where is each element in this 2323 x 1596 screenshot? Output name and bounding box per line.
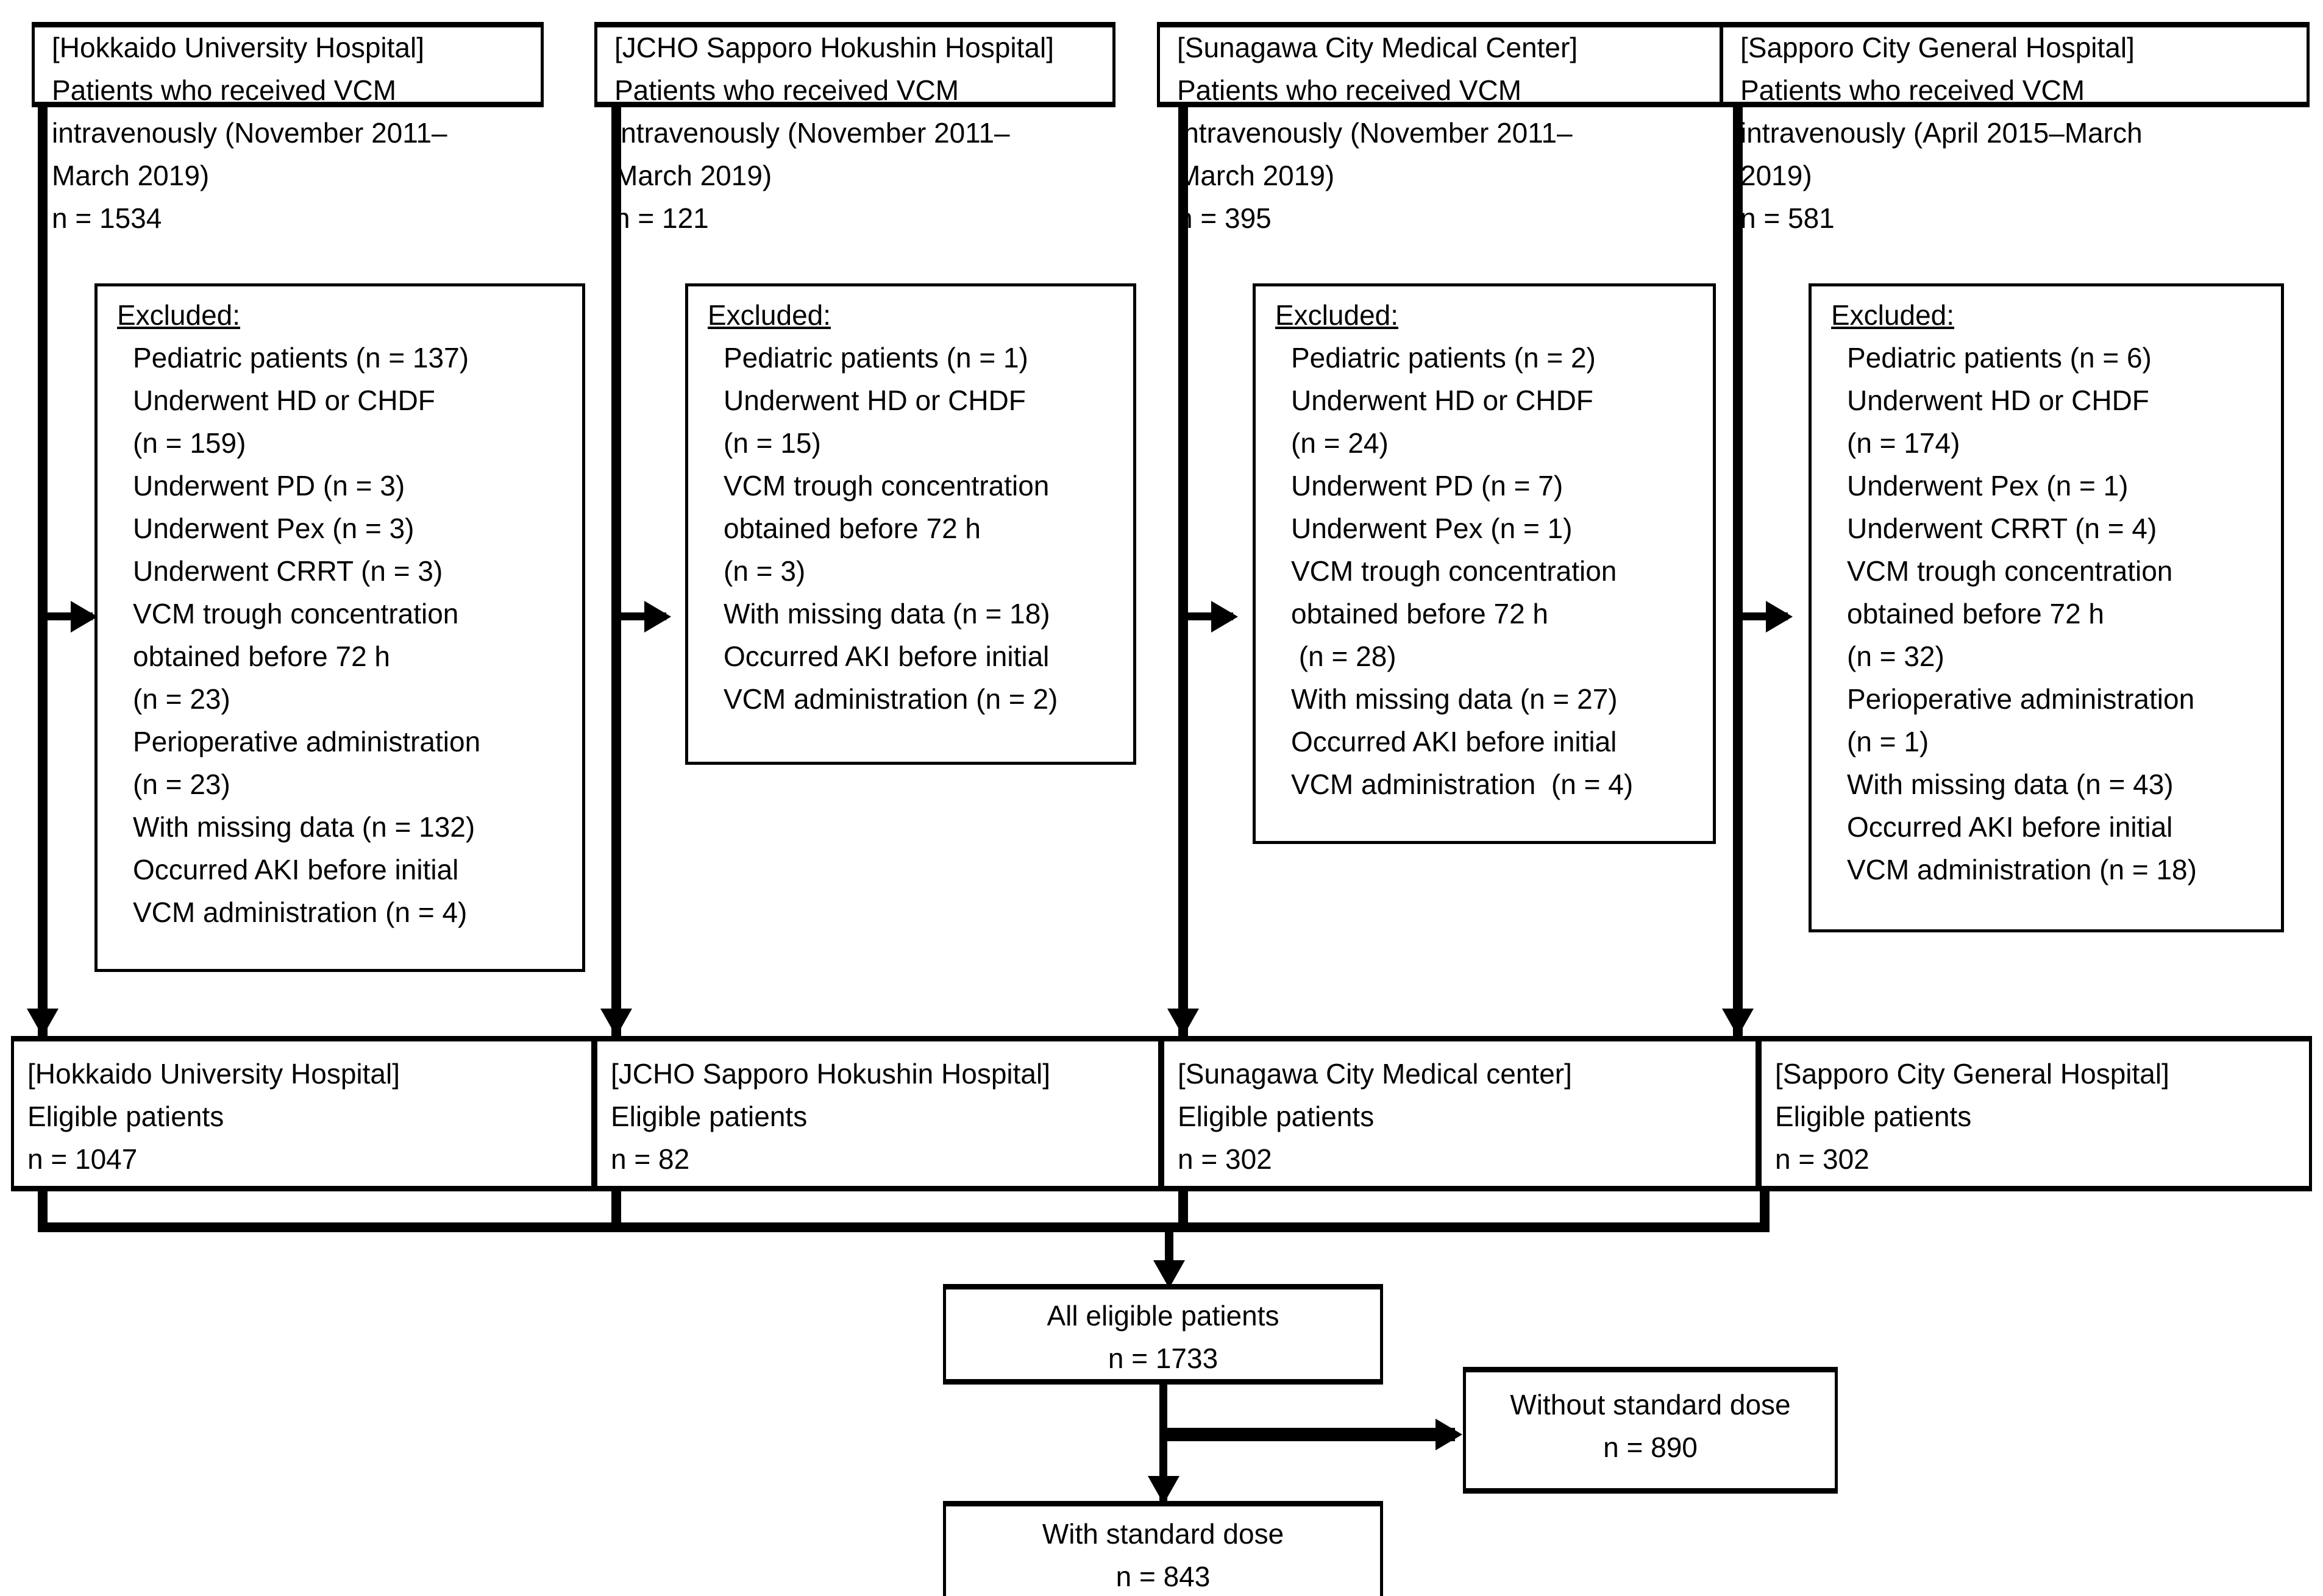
with-standard-dose-box-text: With standard dose n = 843 — [1042, 1518, 1284, 1592]
excluded-box-sunagawa-items: Pediatric patients (n = 2) Underwent HD … — [1291, 342, 1634, 800]
arrow-right-without-standard-dose — [1435, 1419, 1462, 1450]
arrow-right-jcho-excluded — [644, 601, 671, 633]
excluded-box-hokkaido-items: Pediatric patients (n = 137) Underwent H… — [133, 342, 481, 928]
excluded-box-sapporo-general-items: Pediatric patients (n = 6) Underwent HD … — [1847, 342, 2197, 885]
excluded-box-sunagawa-heading: Excluded: — [1275, 299, 1399, 331]
eligible-box-sapporo-general-text: [Sapporo City General Hospital] Eligible… — [1775, 1058, 2169, 1175]
arrow-down-sapporo-general-eligible — [1722, 1009, 1754, 1037]
connector-stub-col3 — [1178, 1186, 1188, 1232]
source-box-hokkaido: [Hokkaido University Hospital] Patients … — [32, 22, 544, 234]
eligible-box-sapporo-general: [Sapporo City General Hospital] Eligible… — [1759, 1036, 2312, 1191]
arrow-down-all-eligible — [1153, 1260, 1185, 1288]
excluded-box-sapporo-general-heading: Excluded: — [1831, 299, 1955, 331]
excluded-box-jcho: Excluded: Pediatric patients (n = 1) Und… — [685, 283, 1136, 765]
excluded-box-hokkaido-heading: Excluded: — [117, 299, 241, 331]
source-box-sapporo-general-text: [Sapporo City General Hospital] Patients… — [1740, 32, 2143, 234]
eligible-box-sunagawa: [Sunagawa City Medical center] Eligible … — [1161, 1036, 1759, 1191]
source-box-jcho-text: [JCHO Sapporo Hokushin Hospital] Patient… — [614, 32, 1054, 234]
excluded-box-jcho-items: Pediatric patients (n = 1) Underwent HD … — [724, 342, 1058, 715]
connector-trunk-sunagawa — [1178, 107, 1188, 1037]
source-box-sunagawa-text: [Sunagawa City Medical Center] Patients … — [1177, 32, 1578, 234]
connector-stub-col2 — [611, 1186, 621, 1232]
connector-trunk-hokkaido — [38, 107, 48, 1037]
eligible-box-hokkaido-text: [Hokkaido University Hospital] Eligible … — [27, 1058, 400, 1175]
arrow-down-jcho-eligible — [600, 1009, 632, 1037]
source-box-jcho: [JCHO Sapporo Hokushin Hospital] Patient… — [594, 22, 1115, 234]
arrow-down-sunagawa-eligible — [1167, 1009, 1199, 1037]
connector-stub-col4 — [1760, 1186, 1770, 1232]
arrow-right-sapporo-general-excluded — [1766, 601, 1793, 633]
without-standard-dose-box: Without standard dose n = 890 — [1463, 1367, 1838, 1494]
connector-without-standard-dose-horizontal — [1159, 1428, 1455, 1441]
all-eligible-box-text: All eligible patients n = 1733 — [1047, 1300, 1279, 1374]
connector-stub-col1 — [38, 1186, 48, 1232]
arrow-down-hokkaido-eligible — [27, 1009, 59, 1037]
arrow-right-sunagawa-excluded — [1211, 601, 1238, 633]
all-eligible-box: All eligible patients n = 1733 — [943, 1284, 1383, 1385]
excluded-box-hokkaido: Excluded: Pediatric patients (n = 137) U… — [94, 283, 585, 972]
connector-trunk-sapporo-general — [1733, 107, 1743, 1037]
connector-bus-to-all-eligible — [1165, 1232, 1173, 1268]
connector-bus-horizontal — [38, 1222, 1770, 1232]
source-box-hokkaido-text: [Hokkaido University Hospital] Patients … — [52, 32, 447, 234]
eligible-box-hokkaido: [Hokkaido University Hospital] Eligible … — [11, 1036, 594, 1191]
eligible-box-jcho: [JCHO Sapporo Hokushin Hospital] Eligibl… — [594, 1036, 1161, 1191]
connector-trunk-jcho — [611, 107, 621, 1037]
with-standard-dose-box: With standard dose n = 843 — [943, 1501, 1383, 1596]
without-standard-dose-box-text: Without standard dose n = 890 — [1510, 1389, 1791, 1463]
excluded-box-sapporo-general: Excluded: Pediatric patients (n = 6) Und… — [1809, 283, 2284, 932]
source-box-sapporo-general: [Sapporo City General Hospital] Patients… — [1720, 22, 2310, 234]
excluded-box-jcho-heading: Excluded: — [708, 299, 831, 331]
arrow-right-hokkaido-excluded — [71, 601, 98, 633]
source-box-sunagawa: [Sunagawa City Medical Center] Patients … — [1157, 22, 1723, 234]
eligible-box-sunagawa-text: [Sunagawa City Medical center] Eligible … — [1178, 1058, 1572, 1175]
eligible-box-jcho-text: [JCHO Sapporo Hokushin Hospital] Eligibl… — [611, 1058, 1050, 1175]
arrow-down-with-standard-dose — [1148, 1476, 1179, 1504]
excluded-box-sunagawa: Excluded: Pediatric patients (n = 2) Und… — [1253, 283, 1716, 844]
